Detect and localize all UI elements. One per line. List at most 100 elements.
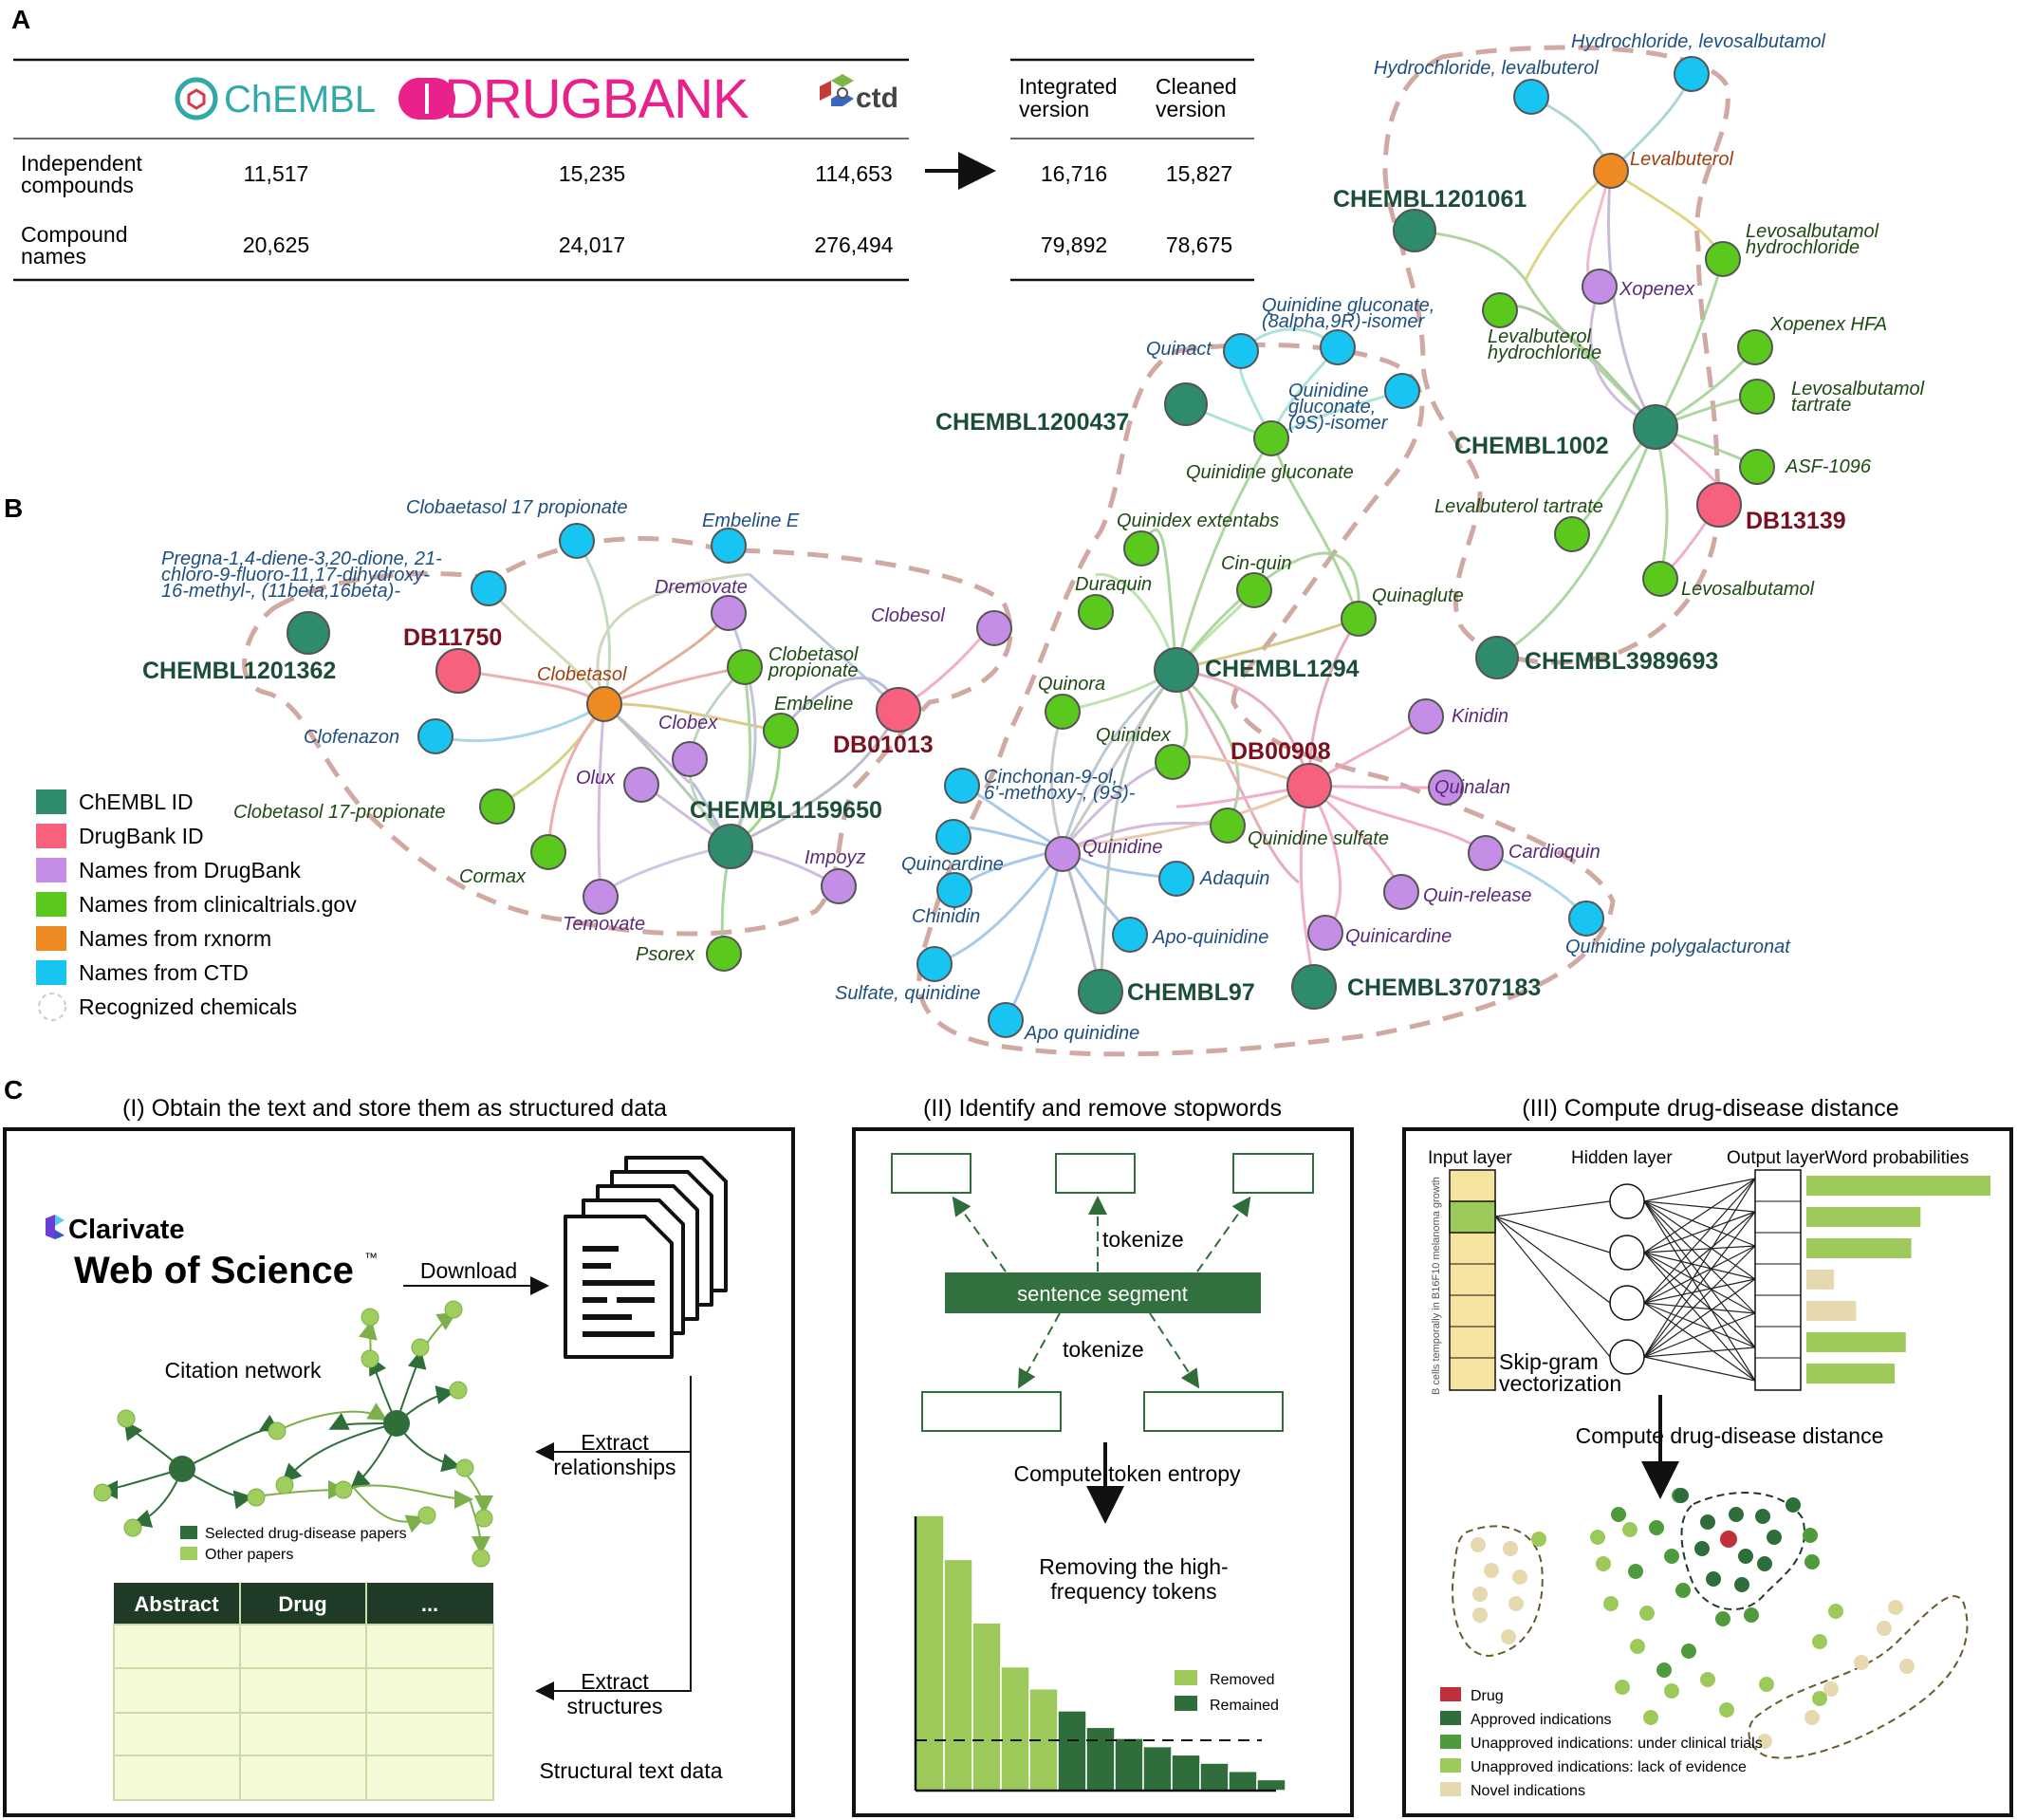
node-xopenex: [1582, 269, 1618, 305]
legend-swatch-drugbank: [36, 824, 66, 848]
output-layer: [1754, 1169, 1802, 1391]
legend-label-recognized: Recognized chemicals: [79, 994, 297, 1019]
node-chinidin: [936, 872, 972, 908]
node-chembl1159650: [708, 824, 753, 869]
label-quinidine: Quinidine: [1083, 837, 1163, 858]
legend-label-drugbank: DrugBank ID: [79, 824, 204, 848]
label-levalbuterol-tartrate: Levalbuterol tartrate: [1434, 496, 1603, 517]
entropy-bar: [971, 1622, 1002, 1792]
label-quinact: Quinact: [1146, 339, 1212, 360]
label-xopenex-hfa: Xopenex HFA: [1769, 314, 1887, 335]
row2-label-l1: Compound: [21, 222, 128, 247]
token-boxes: [891, 1153, 1314, 1432]
node-clobetasol-propionate: [727, 649, 763, 685]
node-quincardine: [935, 819, 971, 855]
node-cin-quin: [1236, 572, 1272, 608]
node-clobex: [672, 741, 708, 777]
node-cormax: [530, 834, 566, 870]
entropy-bar: [1114, 1737, 1144, 1792]
node-levalbuterol-tartrate: [1554, 516, 1590, 552]
sentence-segment-box: [945, 1272, 1261, 1313]
panel-b-legend: ChEMBL ID DrugBank ID Names from DrugBan…: [36, 789, 357, 1021]
row2-label-l2: names: [21, 244, 86, 269]
subpanel-obtain-text: (I) Obtain the text and store them as st…: [3, 1095, 795, 1817]
label-levosal-tart-l2: tartrate: [1791, 395, 1851, 416]
extract-relationships-l1: Extract: [581, 1430, 649, 1455]
legend-label-names-drugbank: Names from DrugBank: [79, 858, 301, 882]
legend-clinical-trials: Unapproved indications: under clinical t…: [1471, 1736, 1763, 1752]
node-cardioquin: [1468, 835, 1504, 871]
word-probability-bars: [1806, 1176, 1990, 1384]
label-clobesol: Clobesol: [871, 605, 945, 626]
cell-r1-integrated: 16,716: [1041, 161, 1107, 186]
document-stack-icon: [564, 1156, 728, 1359]
node-quinalan: [1428, 770, 1464, 806]
trademark-text: ™: [364, 1250, 378, 1265]
word-probability-bar: [1806, 1364, 1896, 1384]
node-xopenex-hfa: [1737, 329, 1773, 365]
label-clobaetasol-17-propionate: Clobaetasol 17 propionate: [406, 497, 628, 518]
label-quincardine: Quincardine: [901, 854, 1004, 875]
entropy-bar: [1171, 1754, 1201, 1792]
network-edges: [435, 73, 1758, 1021]
cell-r2-chembl: 20,625: [243, 232, 309, 257]
hidden-layer: [1609, 1183, 1645, 1375]
node-chembl1201061: [1393, 209, 1436, 252]
cell-r2-integrated: 79,892: [1041, 232, 1107, 257]
node-db01013: [876, 687, 921, 733]
label-quinidine-gluconate: Quinidine gluconate: [1186, 462, 1354, 483]
label-duraquin: Duraquin: [1075, 574, 1152, 595]
label-hcl-levalbuterol: Hydrochloride, levalbuterol: [1374, 58, 1599, 79]
entropy-bar: [1228, 1770, 1258, 1792]
label-qglu-iso1-l1: Quinidine gluconate,: [1262, 295, 1434, 316]
node-quinidine-polygalacturonat: [1568, 901, 1604, 937]
recognized-chemicals-regions: [242, 45, 1730, 1057]
node-quinidine-gluconate-8alpha: [1320, 329, 1356, 365]
legend-other-papers: Other papers: [205, 1547, 293, 1563]
label-qglu-iso1-l2: (8alpha,9R)-isomer: [1262, 311, 1426, 332]
node-chembl1200437: [1164, 382, 1208, 426]
node-duraquin: [1078, 594, 1114, 630]
label-cin-quin: Cin-quin: [1221, 553, 1291, 574]
embedding-scatter: [1452, 1488, 1969, 1759]
node-clobesol: [976, 610, 1012, 646]
label-dremovate: Dremovate: [655, 577, 748, 598]
label-chembl1002: CHEMBL1002: [1454, 433, 1609, 459]
label-embeline-e: Embeline E: [702, 511, 800, 531]
entropy-bar: [1142, 1745, 1173, 1792]
citation-network: [93, 1300, 493, 1568]
cell-r2-cleaned: 78,675: [1166, 232, 1232, 257]
label-quin-release: Quin-release: [1423, 885, 1532, 906]
label-db11750: DB11750: [403, 624, 502, 651]
vertical-input-text: B cells temporally in B16F10 melanoma gr…: [1431, 1177, 1442, 1395]
word-probability-bar: [1806, 1176, 1990, 1196]
label-cinchonan-l2: 6'-methoxy-, (9S)-: [984, 783, 1136, 804]
entropy-bar: [1000, 1665, 1030, 1792]
node-embeline: [763, 713, 799, 749]
node-chembl97: [1078, 969, 1123, 1014]
cell-r1-ctd: 114,653: [815, 161, 892, 186]
label-adaquin: Adaquin: [1199, 868, 1269, 889]
panel-b-label: B: [4, 493, 23, 523]
drugbank-logo-text: DRUGBANK: [444, 68, 749, 130]
chembl-logo: ChEMBL: [175, 77, 376, 121]
panel-c: C (I) Obtain the text and store them as …: [3, 1075, 2013, 1817]
col-integrated-l1: Integrated: [1019, 74, 1118, 99]
legend-label-ctd: Names from CTD: [79, 960, 249, 985]
label-pregna-line1: Pregna-1,4-diene-3,20-dione, 21-: [161, 548, 442, 569]
label-chembl1200437: CHEMBL1200437: [935, 409, 1129, 436]
node-db13139: [1696, 482, 1742, 528]
removing-tokens-l2: frequency tokens: [1050, 1579, 1216, 1604]
node-db11750: [435, 648, 481, 694]
label-levalbuterol: Levalbuterol: [1630, 149, 1734, 170]
entropy-bar: [1199, 1762, 1230, 1792]
label-kinidin: Kinidin: [1452, 706, 1508, 727]
label-apo-quinidine: Apo-quinidine: [1152, 927, 1268, 948]
structured-table: Abstract Drug ...: [113, 1583, 494, 1801]
node-chembl1294: [1154, 647, 1199, 693]
word-probability-bar: [1806, 1207, 1921, 1227]
entropy-bar: [943, 1558, 973, 1792]
node-quinicardine: [1307, 915, 1343, 951]
subpanel-1-title: (I) Obtain the text and store them as st…: [122, 1095, 667, 1122]
